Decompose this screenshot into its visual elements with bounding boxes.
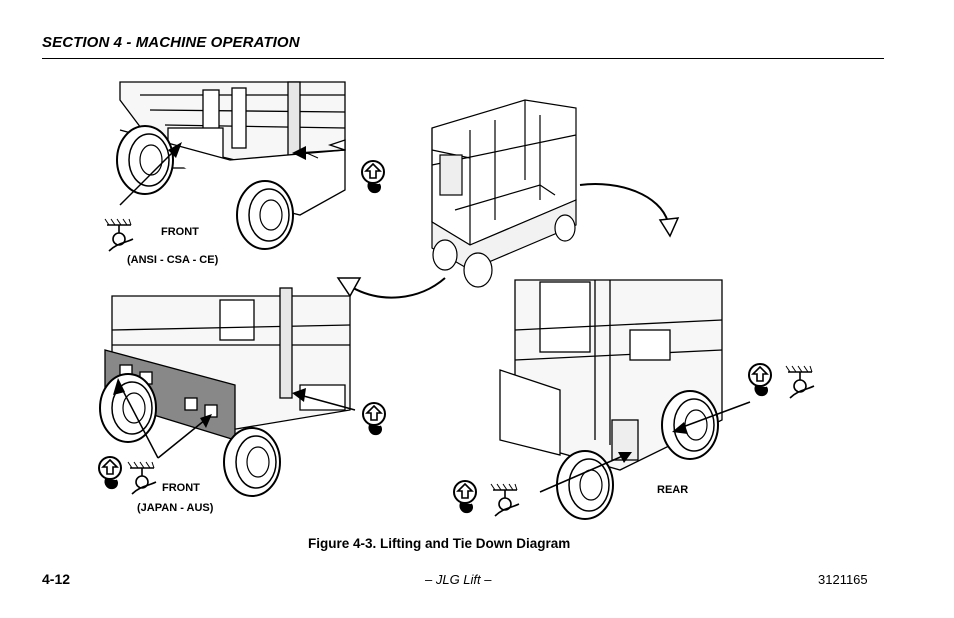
- header-rule: [42, 58, 884, 59]
- front-view-ansi: [116, 81, 346, 250]
- tie-down-icon: [490, 483, 520, 517]
- page-number: 4-12: [42, 571, 71, 587]
- figure-caption: Figure 4-3. Lifting and Tie Down Diagram: [308, 536, 571, 551]
- tie-down-icon: [785, 365, 815, 399]
- rear-view: [499, 279, 723, 520]
- curved-arrow-right: [579, 183, 669, 223]
- tie-down-icon: [104, 218, 134, 252]
- front-view-japan: [99, 287, 351, 497]
- lift-point-icon: [362, 402, 386, 436]
- rear-label: REAR: [657, 484, 689, 496]
- lift-point-icon: [748, 363, 772, 397]
- front-label-top: FRONT: [161, 226, 199, 238]
- standards-label-bottom: (JAPAN - AUS): [137, 502, 214, 514]
- lift-point-icon: [361, 160, 385, 194]
- standards-label-top: (ANSI - CSA - CE): [127, 254, 219, 266]
- footer-title: – JLG Lift –: [425, 572, 492, 587]
- machine-overview: [431, 99, 577, 288]
- curved-arrow-left: [347, 277, 446, 299]
- section-title: SECTION 4 - MACHINE OPERATION: [42, 34, 300, 51]
- document-number: 3121165: [818, 572, 868, 587]
- front-label-bottom: FRONT: [162, 482, 200, 494]
- lift-point-icon: [98, 456, 122, 490]
- tie-down-icon: [127, 461, 157, 495]
- pointer-arrow: [119, 149, 176, 206]
- lift-point-icon: [453, 480, 477, 514]
